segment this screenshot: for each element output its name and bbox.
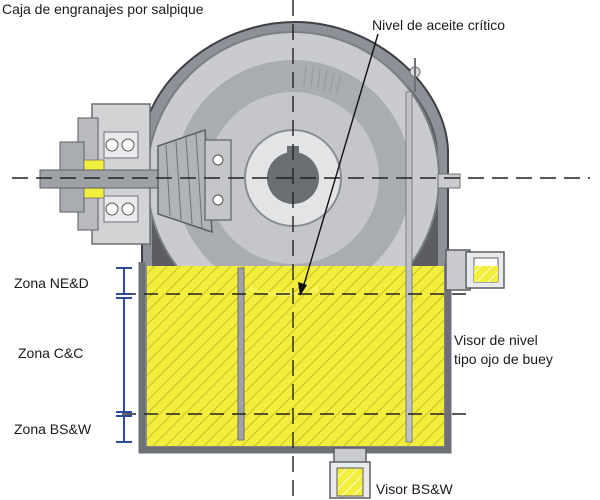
zone-cc-label: Zona C&C	[18, 345, 83, 361]
pinion-assembly	[39, 103, 232, 245]
centerlines	[12, 0, 590, 500]
critical-level-label: Nivel de aceite crítico	[372, 17, 505, 33]
zone-markers	[116, 267, 132, 443]
bsw-sight-glass	[329, 447, 371, 499]
level-sight-glass	[445, 249, 505, 291]
level-sight-label-line2: tipo ojo de buey	[454, 351, 553, 367]
zone-ned-label: Zona NE&D	[14, 275, 89, 291]
critical-level-pointer	[298, 33, 379, 296]
zone-bsw-label: Zona BS&W	[14, 421, 92, 437]
level-lines	[122, 293, 470, 415]
level-sight-label-line1: Visor de nivel	[454, 332, 538, 348]
oil-sump	[147, 58, 461, 446]
sump-wall	[138, 262, 452, 454]
diagram-title: Caja de engranajes por salpique	[2, 1, 204, 17]
bsw-sight-label: Visor BS&W	[376, 481, 454, 497]
